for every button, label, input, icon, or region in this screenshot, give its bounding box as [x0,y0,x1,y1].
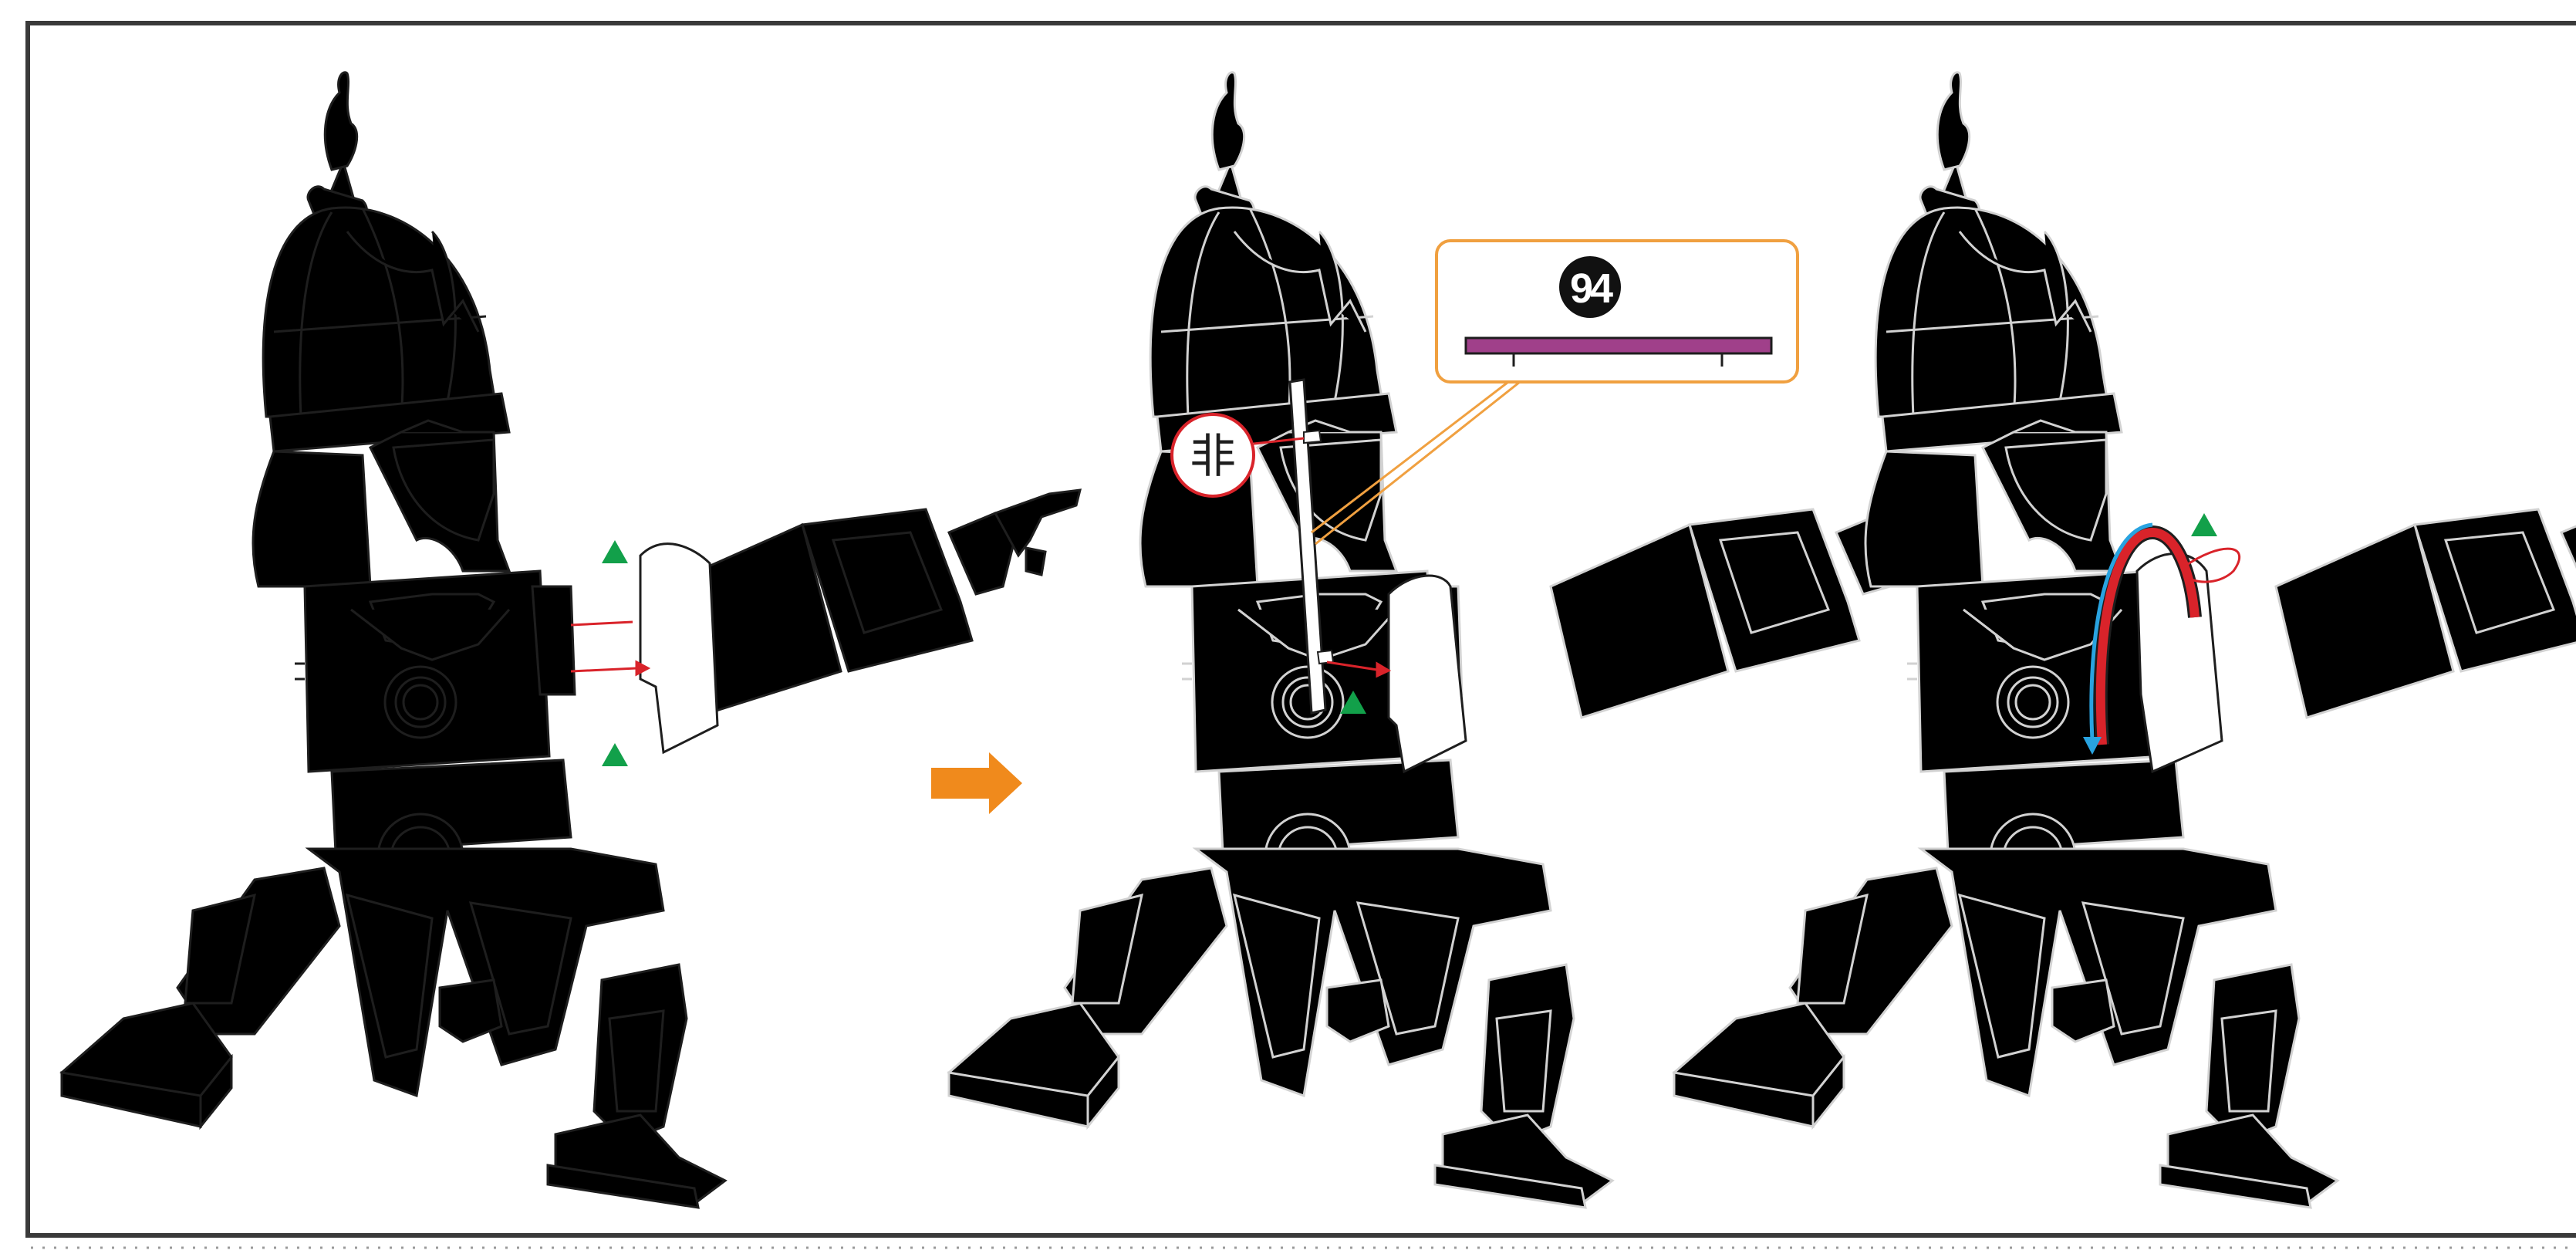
marker-triangle-top [602,540,628,563]
shoulder-armor-piece [2137,554,2222,772]
step-1-panel [62,73,1080,1208]
part-number: 94 [1570,265,1613,312]
marker-triangle-bottom [602,743,628,766]
attach-guides [571,622,648,674]
arrow-right-icon [931,752,1022,814]
warrior-figure-complete [62,73,1080,1208]
part-94-illustration [1466,338,1771,353]
callout-box [1437,241,1798,382]
slot-symbol: 非 [1190,431,1236,482]
shoulder-armor-piece [640,544,717,752]
marker-triangle [2191,513,2217,536]
